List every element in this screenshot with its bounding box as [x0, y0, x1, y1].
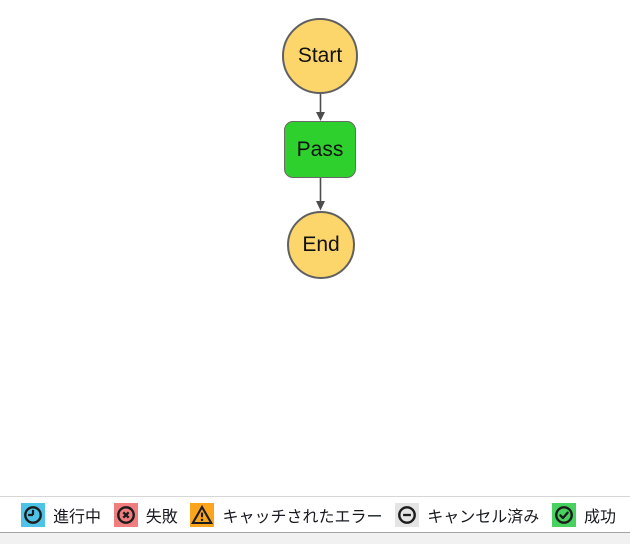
legend-item-succeeded: 成功: [551, 502, 616, 527]
footer-strip: [0, 533, 630, 544]
legend-item-cancelled: キャンセル済み: [395, 502, 540, 527]
legend-label-caught-error: キャッチされたエラー: [222, 508, 383, 526]
workflow-canvas: Start Pass End: [282, 18, 358, 279]
legend-label-in-progress: 進行中: [53, 508, 102, 526]
node-end-label: End: [302, 233, 340, 256]
x-circle-icon: [113, 502, 138, 527]
legend-item-failed: 失敗: [113, 502, 178, 527]
legend-label-failed: 失敗: [145, 508, 178, 526]
node-start-label: Start: [297, 44, 343, 67]
legend-item-caught-error: キャッチされたエラー: [190, 502, 383, 527]
node-pass-label: Pass: [296, 137, 344, 161]
node-start[interactable]: Start: [282, 18, 358, 94]
node-pass[interactable]: Pass: [284, 121, 356, 178]
status-legend-bar: 進行中 失敗 キャッチされたエラー: [0, 496, 630, 533]
clock-icon: [21, 502, 45, 527]
legend-label-cancelled: キャンセル済み: [427, 508, 540, 526]
check-circle-icon: [551, 502, 576, 527]
legend-label-succeeded: 成功: [583, 508, 616, 526]
warning-triangle-icon: [190, 502, 215, 527]
minus-circle-icon: [395, 502, 420, 527]
edge-start-to-pass: [316, 94, 325, 121]
edge-pass-to-end: [316, 178, 325, 211]
node-end[interactable]: End: [287, 211, 355, 279]
legend-item-in-progress: 進行中: [21, 502, 102, 527]
